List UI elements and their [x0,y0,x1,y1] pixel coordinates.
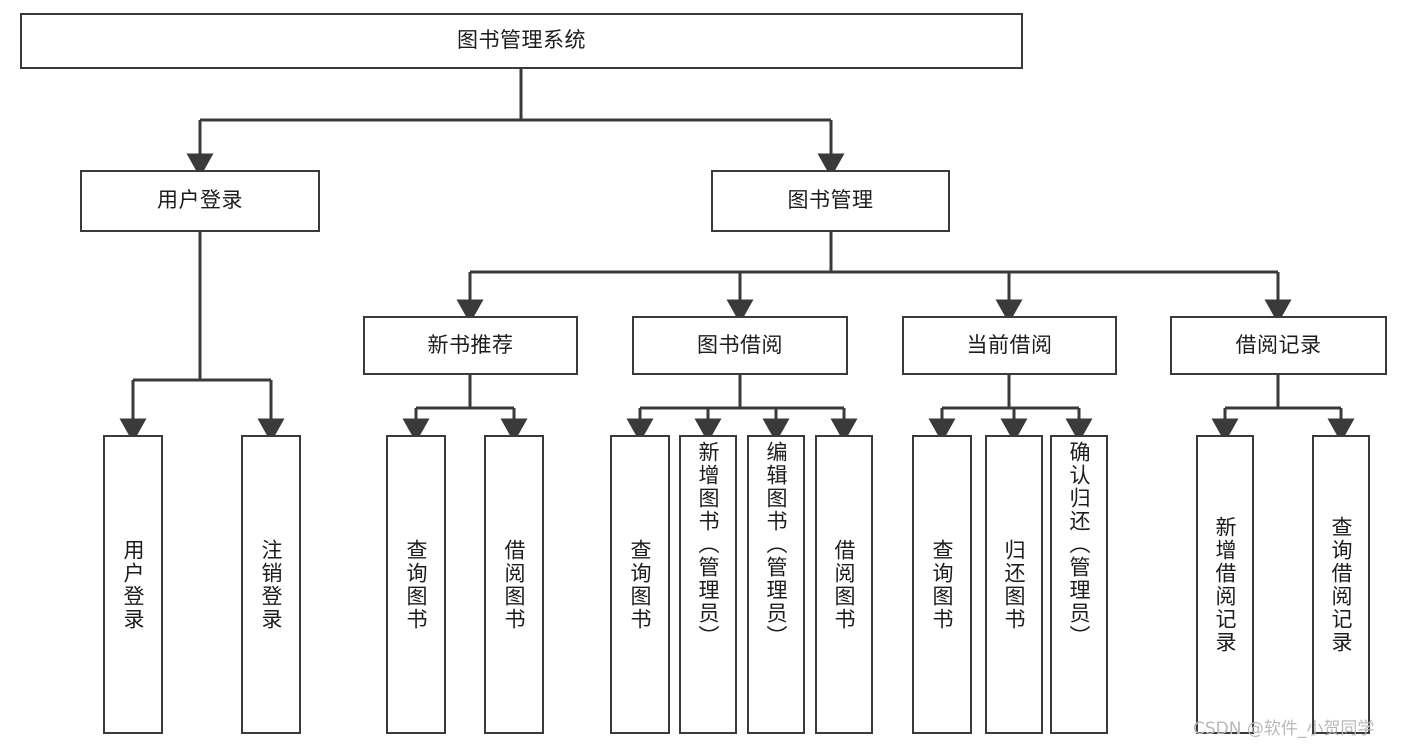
node-leaf-return-book-label: 归还图书 [1002,538,1027,631]
node-leaf-query-book-3[interactable]: 查询图书 [912,435,972,734]
node-leaf-add-borrow-record[interactable]: 新增借阅记录 [1196,435,1254,734]
node-leaf-query-book-1[interactable]: 查询图书 [386,435,446,734]
node-root-label: 图书管理系统 [457,28,586,53]
node-borrow-record-label: 借阅记录 [1235,332,1322,357]
node-leaf-logout-login[interactable]: 注销登录 [241,435,301,734]
node-leaf-add-borrow-record-label: 新增借阅记录 [1213,515,1238,654]
csdn-watermark: CSDN @软件_小贺同学 [1193,719,1375,739]
node-leaf-edit-book-admin[interactable]: 编辑图书（管理员） [747,435,805,734]
node-leaf-query-book-1-label: 查询图书 [404,538,429,631]
node-leaf-query-borrow-record[interactable]: 查询借阅记录 [1312,435,1370,734]
node-leaf-query-borrow-record-label: 查询借阅记录 [1329,515,1354,654]
node-book-borrow[interactable]: 图书借阅 [632,316,848,375]
node-leaf-user-login[interactable]: 用户登录 [103,435,163,734]
node-user-login[interactable]: 用户登录 [80,170,320,232]
node-book-borrow-label: 图书借阅 [697,332,783,357]
node-borrow-record[interactable]: 借阅记录 [1170,316,1387,375]
node-leaf-logout-login-label: 注销登录 [259,538,284,631]
node-leaf-query-book-3-label: 查询图书 [930,538,955,631]
node-leaf-add-book-admin[interactable]: 新增图书（管理员） [679,435,737,734]
node-leaf-add-book-admin-label: 新增图书（管理员） [696,441,721,648]
node-leaf-borrow-book-1[interactable]: 借阅图书 [484,435,544,734]
node-root[interactable]: 图书管理系统 [20,13,1023,69]
node-book-manage[interactable]: 图书管理 [711,170,950,232]
node-leaf-confirm-return-admin[interactable]: 确认归还（管理员） [1050,435,1108,734]
node-leaf-return-book[interactable]: 归还图书 [985,435,1043,734]
node-leaf-confirm-return-admin-label: 确认归还（管理员） [1067,441,1092,648]
node-user-login-label: 用户登录 [157,188,243,213]
node-leaf-borrow-book-1-label: 借阅图书 [502,538,527,631]
node-book-manage-label: 图书管理 [787,188,874,213]
node-new-book-recommend[interactable]: 新书推荐 [363,316,578,375]
node-current-borrow-label: 当前借阅 [966,332,1053,357]
node-new-book-recommend-label: 新书推荐 [427,332,514,357]
node-leaf-query-book-2[interactable]: 查询图书 [610,435,670,734]
node-leaf-edit-book-admin-label: 编辑图书（管理员） [764,441,789,648]
node-leaf-borrow-book-2[interactable]: 借阅图书 [815,435,873,734]
node-current-borrow[interactable]: 当前借阅 [902,316,1117,375]
node-leaf-query-book-2-label: 查询图书 [628,538,653,631]
node-leaf-borrow-book-2-label: 借阅图书 [832,538,857,631]
node-leaf-user-login-label: 用户登录 [121,538,146,631]
